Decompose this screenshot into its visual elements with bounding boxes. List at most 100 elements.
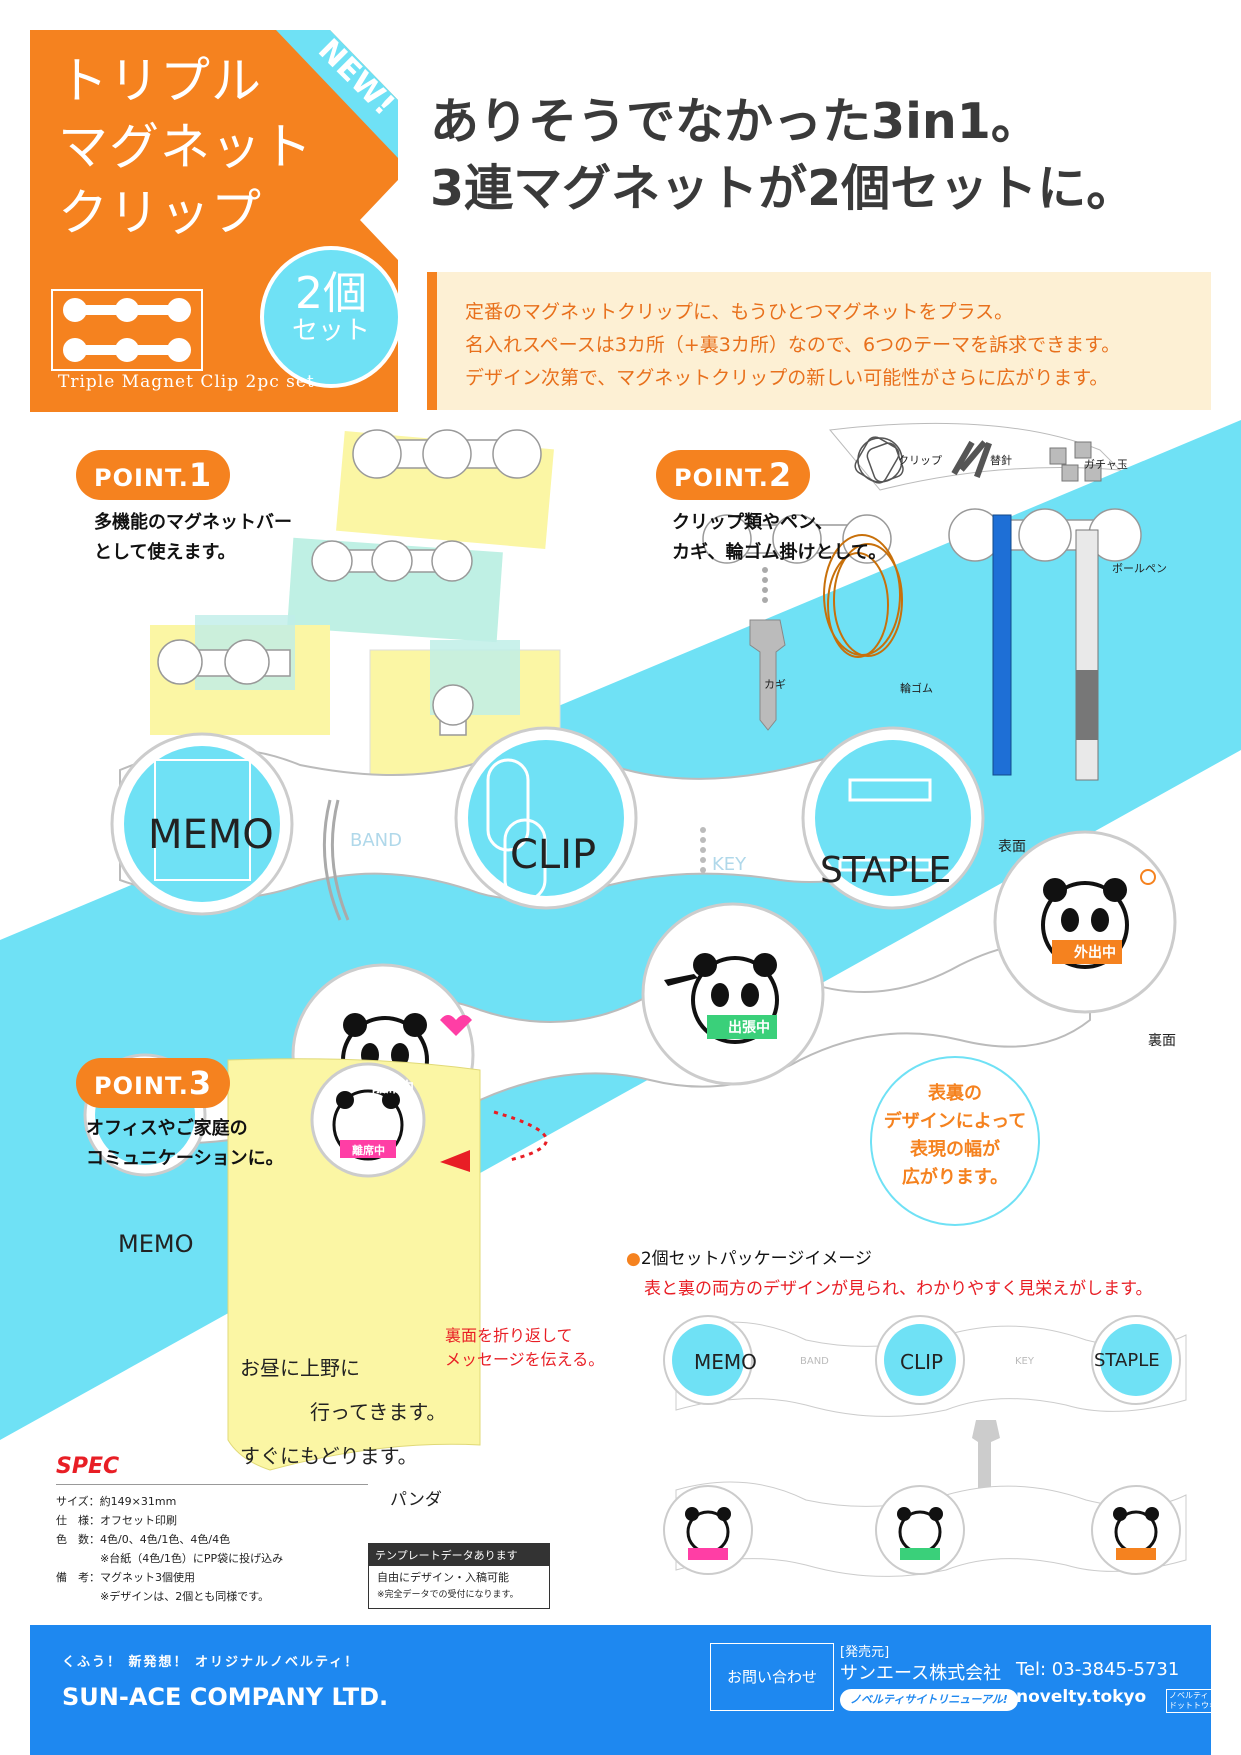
- point1-number: 1: [188, 456, 213, 494]
- point3-line-1: オフィスやご家庭の: [86, 1118, 248, 1139]
- note-away-tag: 離席中: [352, 1144, 385, 1157]
- bubble-line-2: デザインによって: [883, 1111, 1027, 1132]
- bubble-line-4: 広がります。: [901, 1167, 1009, 1188]
- template-line: 自由にデザイン・入稿可能: [377, 1571, 509, 1584]
- template-box: テンプレートデータあります 自由にデザイン・入稿可能 ※完全データでの受付になり…: [368, 1543, 550, 1609]
- point1-line-1: 多機能のマグネットバー: [94, 512, 292, 533]
- contact-button[interactable]: お問い合わせ: [710, 1643, 834, 1711]
- headline-line-1: ありそうでなかった3in1。: [430, 93, 1040, 150]
- package-clip: CLIP: [900, 1350, 944, 1374]
- spec-colors: 色 数：4色/0、4色/1色、4色/4色: [56, 1533, 231, 1546]
- package-memo: MEMO: [694, 1350, 757, 1374]
- package-key: KEY: [1015, 1356, 1034, 1367]
- point1-label: POINT.: [94, 464, 189, 492]
- trip-tag: 出張中: [728, 1020, 770, 1036]
- intro-box: 定番のマグネットクリップに、もうひとつマグネットをプラス。 名入れスペースは3カ…: [427, 272, 1211, 410]
- seller-name: サンエース株式会社: [840, 1663, 1002, 1684]
- spec-divider: [56, 1484, 368, 1485]
- label-key: カギ: [764, 678, 786, 691]
- package-illustration: [663, 1315, 1187, 1577]
- fold-note: 裏面を折り返して メッセージを伝える。: [445, 1324, 604, 1372]
- memo-label: MEMO: [148, 812, 274, 858]
- seller-tel[interactable]: Tel: 03-3845-5731: [1016, 1659, 1180, 1680]
- airplane-icon: [664, 974, 698, 986]
- point2-number: 2: [768, 456, 793, 494]
- label-clip: クリップ: [898, 454, 942, 467]
- spec-list: サイズ：約149×31mm 仕 様：オフセット印刷 色 数：4色/0、4色/1色…: [56, 1492, 283, 1606]
- point3-label: POINT.: [94, 1072, 189, 1100]
- spec-colors-note: ※台紙（4色/1色）にPP袋に投げ込み: [56, 1552, 284, 1565]
- template-note: ※完全データでの受付になります。: [377, 1590, 519, 1600]
- staple-label: STAPLE: [820, 850, 952, 891]
- point2-label: POINT.: [674, 464, 769, 492]
- package-trip-tag: 出張中: [904, 1533, 932, 1543]
- fold-line-1: 裏面を折り返して: [445, 1326, 573, 1345]
- point1-badge: POINT.1: [76, 450, 231, 500]
- site-link[interactable]: novelty.tokyo: [1016, 1687, 1147, 1707]
- front-clip-illustration: [110, 726, 985, 921]
- spec-title: SPEC: [56, 1454, 120, 1479]
- illustration-canvas: [0, 420, 1241, 1577]
- template-body: 自由にデザイン・入稿可能 ※完全データでの受付になります。: [369, 1566, 549, 1603]
- label-staple: 替針: [990, 454, 1012, 467]
- away-tag: 離席中: [372, 1080, 414, 1096]
- spec-method: 仕 様：オフセット印刷: [56, 1514, 177, 1527]
- headline: ありそうでなかった3in1。 3連マグネットが2個セットに。: [430, 88, 1135, 222]
- bubble-line-1: 表裏の: [928, 1083, 982, 1104]
- footer-tagline: くふう！ 新発想！ オリジナルノベルティ！: [62, 1655, 360, 1670]
- package-bullet: ●: [626, 1249, 641, 1269]
- title-en: Triple Magnet Clip 2pc set: [58, 372, 315, 392]
- package-subtitle: 表と裏の両方のデザインが見られ、わかりやすく見栄えがします。: [644, 1279, 1153, 1299]
- back-side-label: 裏面: [1148, 1033, 1176, 1049]
- note-line-2: 行ってきます。: [310, 1400, 447, 1424]
- out-tag: 外出中: [1074, 945, 1116, 961]
- note-line-3: すぐにもどります。: [240, 1444, 418, 1468]
- template-heading: テンプレートデータあります: [369, 1544, 549, 1566]
- package-band: BAND: [800, 1356, 829, 1367]
- pair-count: 2個: [295, 268, 367, 319]
- note-message: お昼に上野に 行ってきます。 すぐにもどります。 パンダ: [240, 1346, 446, 1522]
- intro-line-3: デザイン次第で、マグネットクリップの新しい可能性がさらに広がります。: [465, 367, 1109, 389]
- pair-badge: 2個 セット: [260, 246, 402, 388]
- title-line-3: クリップ: [58, 184, 262, 242]
- point1-line-2: として使えます。: [94, 542, 236, 563]
- fold-line-2: メッセージを伝える。: [445, 1350, 605, 1369]
- point1-illustration: [150, 429, 561, 791]
- point2-line-2: カギ、輪ゴム掛けとして。: [672, 542, 887, 563]
- design-bubble: 表裏の デザインによって 表現の幅が 広がります。: [870, 1056, 1040, 1226]
- seller-label: [発売元]: [840, 1645, 890, 1660]
- site-note-1: ノベルティ: [1169, 1691, 1209, 1700]
- intro-line-1: 定番のマグネットクリップに、もうひとつマグネットをプラス。: [465, 301, 1014, 323]
- point2-illustration: [702, 422, 1142, 781]
- title-line-2: マグネット: [58, 118, 313, 176]
- point1-description: 多機能のマグネットバー として使えます。: [94, 508, 292, 568]
- pair-set: セット: [291, 316, 370, 346]
- label-capsule: ガチャ玉: [1084, 458, 1128, 471]
- point2-description: クリップ類やペン、 カギ、輪ゴム掛けとして。: [672, 508, 886, 568]
- note-line-1: お昼に上野に: [240, 1356, 360, 1380]
- title-block: トリプル マグネット クリップ NEW! 2個 セット Triple Magne…: [30, 30, 402, 412]
- package-away-tag: 離席中: [692, 1533, 720, 1543]
- back-clip-illustration: [291, 830, 1177, 1147]
- point2-line-1: クリップ類やペン、: [672, 512, 833, 533]
- trip-tag-bg: [707, 1015, 777, 1039]
- title-line-1: トリプル: [58, 52, 262, 110]
- front-side-label: 表面: [998, 839, 1026, 855]
- label-band: 輪ゴム: [900, 682, 933, 695]
- renewal-badge: ノベルティサイトリニューアル!: [840, 1689, 1018, 1711]
- band-label: BAND: [350, 830, 402, 851]
- intro-line-2: 名入れスペースは3カ所（+裏3カ所）なので、6つのテーマを訴求できます。: [465, 334, 1121, 356]
- package-title: ●2個セットパッケージイメージ: [626, 1244, 872, 1269]
- package-out-tag: 外出中: [1120, 1533, 1148, 1543]
- label-pen: ボールペン: [1112, 562, 1167, 575]
- heart-icon: [440, 1015, 472, 1036]
- clip-label: CLIP: [510, 832, 597, 878]
- package-title-text: 2個セットパッケージイメージ: [640, 1249, 872, 1269]
- sun-icon: [1140, 869, 1156, 885]
- note-memo-label: MEMO: [118, 1230, 194, 1258]
- site-note-2: ドットトウキョウ: [1169, 1701, 1233, 1710]
- point2-badge: POINT.2: [656, 450, 811, 500]
- point3-number: 3: [188, 1064, 213, 1102]
- key-label: KEY: [712, 854, 747, 875]
- out-tag-bg: [1052, 940, 1122, 964]
